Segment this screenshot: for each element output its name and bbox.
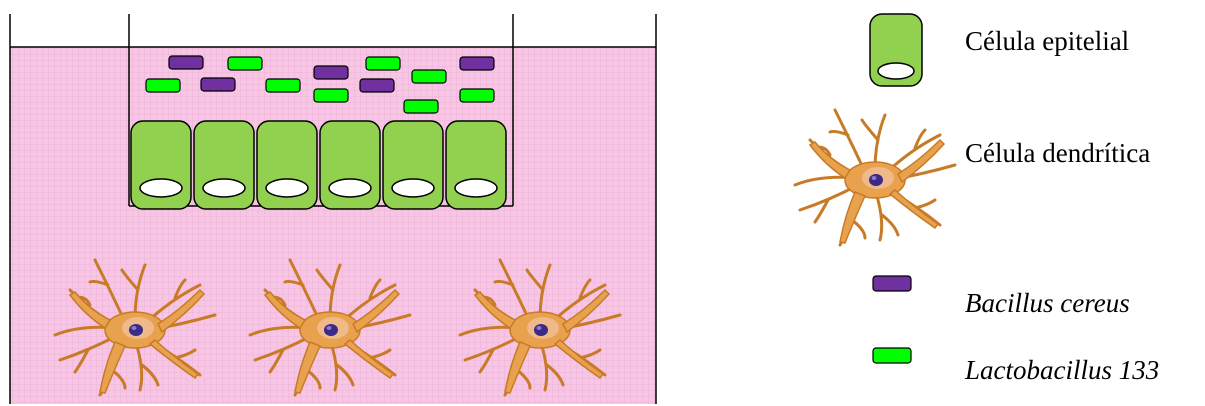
bacillus-cereus (201, 78, 235, 91)
legend-lactobacillus-icon (873, 348, 911, 363)
epithelial-cell (446, 121, 506, 209)
lactobacillus (412, 70, 446, 83)
legend-label-lactobacillus: Lactobacillus 133 (965, 355, 1159, 386)
legend-label-dendritic: Célula dendrítica (965, 138, 1150, 169)
lactobacillus (228, 57, 262, 70)
bacillus-cereus (460, 57, 494, 70)
legend-epithelial-icon (870, 14, 922, 86)
epithelial-cell (257, 121, 317, 209)
epithelial-cell (131, 121, 191, 209)
legend-label-bacillus: Bacillus cereus (965, 288, 1130, 319)
bacillus-cereus (314, 66, 348, 79)
lactobacillus (146, 79, 180, 92)
lactobacillus (460, 89, 494, 102)
lactobacillus (266, 79, 300, 92)
bacillus-cereus (360, 79, 394, 92)
legend-dendritic-icon (795, 110, 955, 245)
epithelial-cell (194, 121, 254, 209)
lactobacillus (314, 89, 348, 102)
lactobacillus (366, 57, 400, 70)
epithelial-cell (383, 121, 443, 209)
epithelial-cell (320, 121, 380, 209)
legend-bacillus-icon (873, 276, 911, 291)
legend-label-epithelial: Célula epitelial (965, 26, 1129, 57)
bacillus-cereus (169, 56, 203, 69)
lactobacillus (404, 100, 438, 113)
